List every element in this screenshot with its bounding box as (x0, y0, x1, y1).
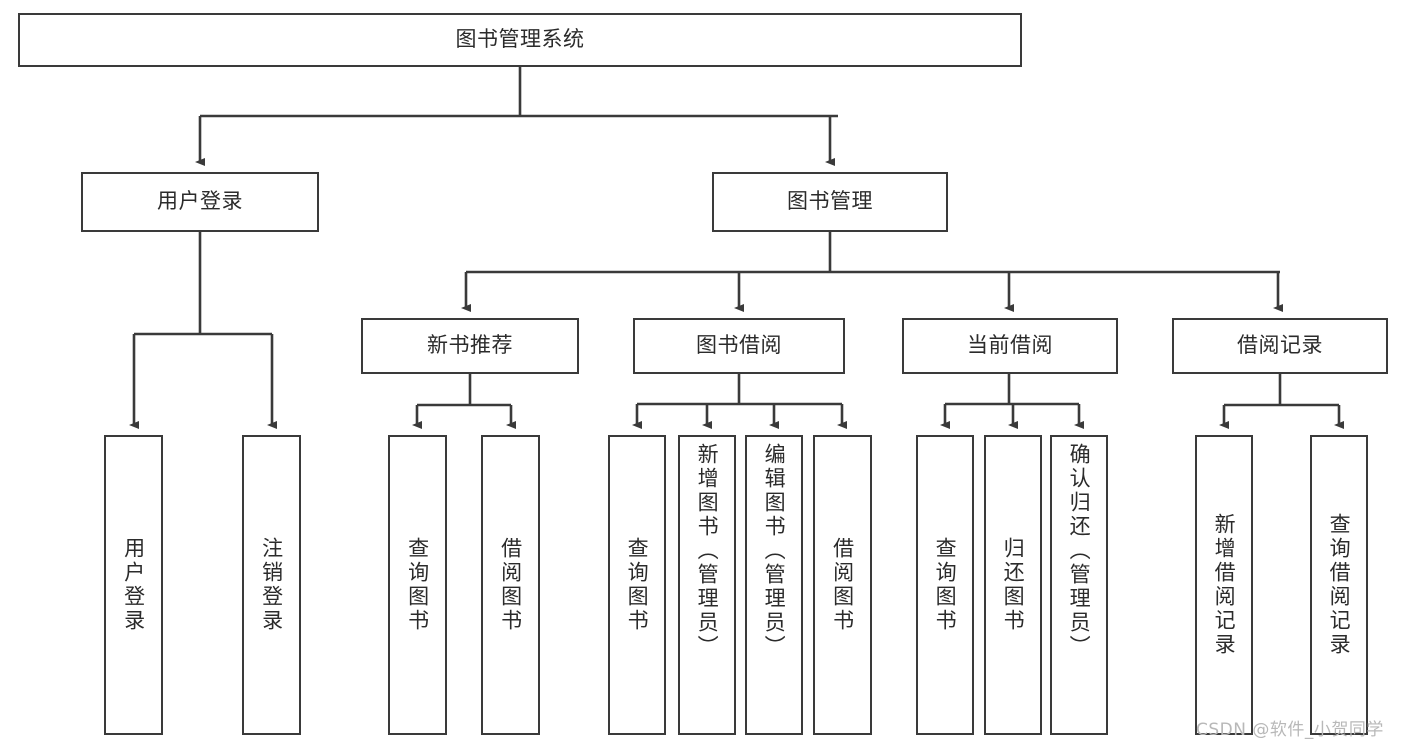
node-leaf-borrow-book[interactable]: 借阅图书 (813, 435, 872, 735)
node-leaf-user-login-label: 用户登录 (121, 537, 146, 633)
csdn-watermark: CSDN @软件_小贺同学 (1196, 720, 1384, 740)
node-leaf-user-logout[interactable]: 注销登录 (242, 435, 301, 735)
node-current-borrow-label: 当前借阅 (967, 333, 1053, 358)
node-leaf-query-book-borrow-label: 查询图书 (625, 537, 650, 633)
node-new-book-recommend-label: 新书推荐 (427, 333, 513, 358)
node-borrow-record[interactable]: 借阅记录 (1172, 318, 1388, 374)
node-leaf-query-book-recommend[interactable]: 查询图书 (388, 435, 447, 735)
node-leaf-return-book-label: 归还图书 (1001, 537, 1026, 633)
node-leaf-edit-book-admin[interactable]: 编辑图书（管理员） (745, 435, 803, 735)
node-leaf-query-book-recommend-label: 查询图书 (405, 537, 430, 633)
node-book-borrow[interactable]: 图书借阅 (633, 318, 845, 374)
node-leaf-confirm-return-admin[interactable]: 确认归还（管理员） (1050, 435, 1108, 735)
node-leaf-query-book-borrow[interactable]: 查询图书 (608, 435, 666, 735)
node-leaf-query-book-current[interactable]: 查询图书 (916, 435, 974, 735)
node-book-borrow-label: 图书借阅 (696, 333, 782, 358)
node-leaf-borrow-book-recommend-label: 借阅图书 (498, 537, 523, 633)
node-user-login-label: 用户登录 (157, 189, 243, 214)
node-leaf-borrow-book-recommend[interactable]: 借阅图书 (481, 435, 540, 735)
node-leaf-confirm-return-admin-label: 确认归还（管理员） (1067, 443, 1092, 659)
node-leaf-query-borrow-record-label: 查询借阅记录 (1327, 513, 1352, 657)
node-new-book-recommend[interactable]: 新书推荐 (361, 318, 579, 374)
node-leaf-add-book-admin[interactable]: 新增图书（管理员） (678, 435, 736, 735)
node-current-borrow[interactable]: 当前借阅 (902, 318, 1118, 374)
node-leaf-add-book-admin-label: 新增图书（管理员） (695, 443, 720, 659)
node-leaf-edit-book-admin-label: 编辑图书（管理员） (762, 443, 787, 659)
node-leaf-borrow-book-label: 借阅图书 (830, 537, 855, 633)
node-leaf-add-borrow-record[interactable]: 新增借阅记录 (1195, 435, 1253, 735)
node-leaf-user-logout-label: 注销登录 (259, 537, 284, 633)
node-user-login[interactable]: 用户登录 (81, 172, 319, 232)
node-leaf-return-book[interactable]: 归还图书 (984, 435, 1042, 735)
node-leaf-user-login[interactable]: 用户登录 (104, 435, 163, 735)
node-book-management-label: 图书管理 (787, 189, 873, 214)
node-borrow-record-label: 借阅记录 (1237, 333, 1323, 358)
node-root[interactable]: 图书管理系统 (18, 13, 1022, 67)
node-leaf-query-borrow-record[interactable]: 查询借阅记录 (1310, 435, 1368, 735)
node-leaf-add-borrow-record-label: 新增借阅记录 (1212, 513, 1237, 657)
node-leaf-query-book-current-label: 查询图书 (933, 537, 958, 633)
node-book-management[interactable]: 图书管理 (712, 172, 948, 232)
node-root-label: 图书管理系统 (455, 27, 585, 52)
